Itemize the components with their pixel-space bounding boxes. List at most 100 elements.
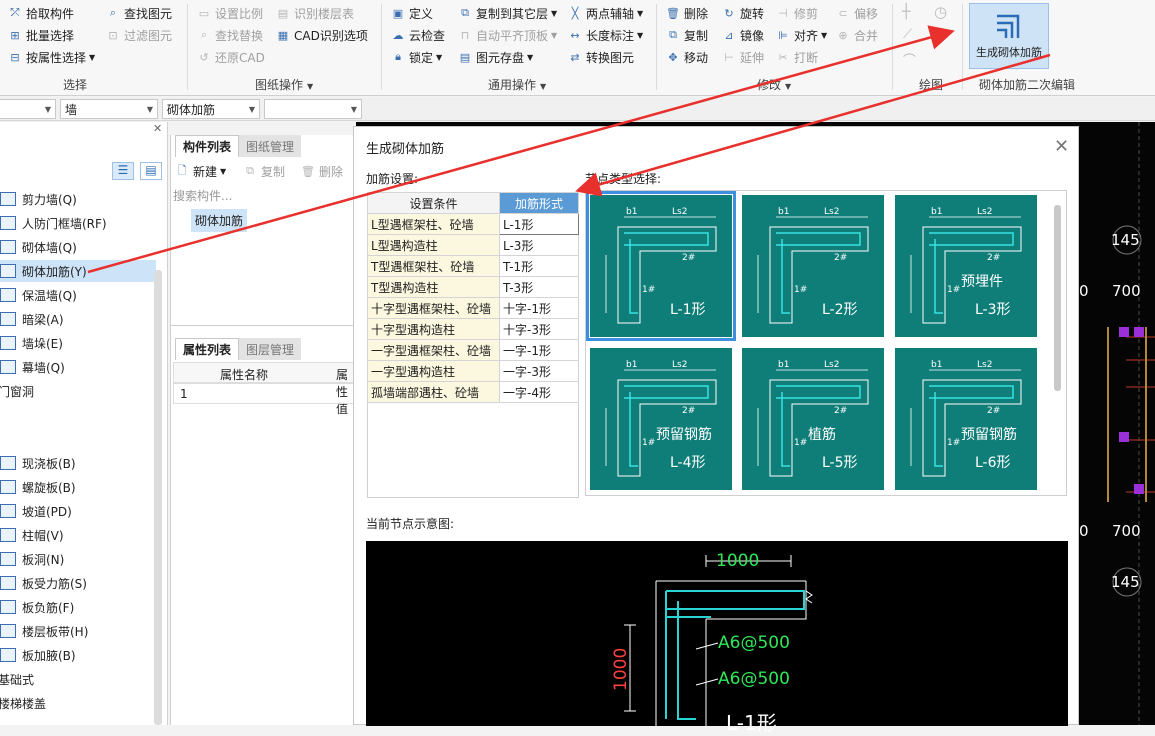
find-element-button[interactable]: ⌕查找图元 bbox=[106, 3, 172, 23]
point-draw-icon[interactable]: ┼ bbox=[902, 4, 911, 20]
nav-item[interactable]: 砌体墙(Q) bbox=[0, 236, 156, 258]
settings-row[interactable]: 孤墙端部遇柱、砼墙一字-4形 bbox=[367, 381, 579, 403]
settings-row[interactable]: 十字型遇构造柱十字-3形 bbox=[367, 318, 579, 340]
nav-item[interactable]: 剪力墙(Q) bbox=[0, 188, 156, 210]
copy-component-button[interactable]: ⧉复制 bbox=[243, 161, 285, 181]
nav-item[interactable]: 坡道(PD) bbox=[0, 500, 156, 522]
copy-button[interactable]: ⧉复制 bbox=[666, 25, 708, 45]
component-dropdown[interactable]: 砌体加筋▼ bbox=[162, 99, 260, 119]
list-view-icon[interactable]: ☰ bbox=[112, 162, 134, 180]
line-draw-icon[interactable]: ⟋ bbox=[903, 27, 913, 42]
nav-item[interactable]: 墙垛(E) bbox=[0, 332, 156, 354]
form-cell[interactable]: 一字-1形 bbox=[499, 339, 579, 361]
nav-item[interactable]: 柱帽(V) bbox=[0, 524, 156, 546]
generate-masonry-rebar-button[interactable]: 生成砌体加筋 bbox=[969, 3, 1049, 69]
find-replace-button[interactable]: ⌕查找替换 bbox=[197, 25, 263, 45]
nav-item[interactable]: 保温墙(Q) bbox=[0, 284, 156, 306]
delete-button[interactable]: 🗑︎删除 bbox=[666, 6, 709, 21]
auto-align-slab-button[interactable]: ⊓自动平齐顶板▼ bbox=[458, 25, 557, 45]
new-button[interactable]: 🗋︎新建▼ bbox=[175, 161, 227, 181]
search-component-input[interactable]: 搜索构件... bbox=[173, 189, 233, 203]
nav-item[interactable]: 板加腋(B) bbox=[0, 644, 156, 666]
form-cell[interactable]: T-1形 bbox=[499, 255, 579, 277]
settings-row[interactable]: 十字型遇框架柱、砼墙十字-1形 bbox=[367, 297, 579, 319]
trim-button[interactable]: ⊣修剪 bbox=[776, 3, 818, 23]
modify-group-label[interactable]: 修改▼ bbox=[757, 78, 792, 92]
two-point-axis-button[interactable]: ╳两点辅轴▼ bbox=[568, 3, 643, 23]
length-dimension-button[interactable]: ↔长度标注▼ bbox=[568, 25, 643, 45]
break-button[interactable]: ✂打断 bbox=[776, 47, 818, 67]
grid-view-icon[interactable]: ▤ bbox=[140, 162, 162, 180]
close-icon[interactable]: ✕ bbox=[153, 122, 163, 135]
nav-item[interactable]: 螺旋板(B) bbox=[0, 476, 156, 498]
tab-component-list[interactable]: 构件列表 bbox=[175, 135, 240, 157]
offset-button[interactable]: ⊂偏移 bbox=[836, 3, 878, 23]
batch-select-button[interactable]: ⊞批量选择 bbox=[8, 25, 74, 45]
form-cell[interactable]: 一字-3形 bbox=[499, 360, 579, 382]
nav-item[interactable]: 现浇板(B) bbox=[0, 452, 156, 474]
grid-scrollbar[interactable] bbox=[1054, 205, 1061, 391]
nav-item[interactable]: 楼层板带(H) bbox=[0, 620, 156, 642]
tab-property-list[interactable]: 属性列表 bbox=[175, 338, 240, 360]
name-dropdown[interactable]: ▼ bbox=[264, 99, 362, 119]
form-cell[interactable]: 一字-4形 bbox=[499, 381, 579, 403]
form-cell[interactable]: 十字-1形 bbox=[499, 297, 579, 319]
mirror-button[interactable]: ⊿镜像 bbox=[722, 25, 764, 45]
rotate-button[interactable]: ↻旋转 bbox=[722, 3, 764, 23]
merge-button[interactable]: ⊕合并 bbox=[836, 25, 878, 45]
nav-item[interactable]: 砌体加筋(Y) bbox=[0, 260, 156, 282]
form-cell[interactable]: L-1形 bbox=[499, 213, 579, 235]
nav-item[interactable]: 幕墙(Q) bbox=[0, 356, 156, 378]
category-foundation[interactable]: 基础式 bbox=[0, 672, 35, 687]
circle-draw-icon[interactable]: ◷ bbox=[934, 3, 948, 21]
nav-item[interactable]: 板负筋(F) bbox=[0, 596, 156, 618]
common-ops-group-label[interactable]: 通用操作▼ bbox=[488, 78, 547, 92]
drawing-ops-group-label[interactable]: 图纸操作▼ bbox=[255, 78, 314, 92]
nav-item[interactable]: 暗梁(A) bbox=[0, 308, 156, 330]
type-dropdown[interactable]: 墙▼ bbox=[60, 99, 158, 119]
align-button[interactable]: ⊫对齐▼ bbox=[776, 25, 827, 45]
pick-component-button[interactable]: ⤱拾取构件 bbox=[8, 3, 74, 23]
tab-drawing-manage[interactable]: 图纸管理 bbox=[239, 135, 302, 157]
select-by-property-button[interactable]: ⊟按属性选择▼ bbox=[8, 47, 95, 67]
copy-to-other-floor-button[interactable]: ⧉复制到其它层▼ bbox=[458, 3, 557, 23]
component-item[interactable]: 砌体加筋 bbox=[191, 209, 248, 232]
define-button[interactable]: ▣定义 bbox=[392, 6, 434, 21]
nav-item[interactable]: 板洞(N) bbox=[0, 548, 156, 570]
form-cell[interactable]: 十字-3形 bbox=[499, 318, 579, 340]
lock-button[interactable]: 🔒︎锁定▼ bbox=[391, 47, 442, 67]
save-element-button[interactable]: ▤图元存盘▼ bbox=[459, 50, 534, 65]
floor-dropdown[interactable]: ▼ bbox=[0, 99, 56, 119]
form-cell[interactable]: T-3形 bbox=[499, 276, 579, 298]
convert-element-button[interactable]: ⇄转换图元 bbox=[568, 47, 634, 67]
category-stairs[interactable]: 楼梯楼盖 bbox=[0, 696, 47, 711]
category-door-window[interactable]: 门窗洞 bbox=[0, 384, 35, 399]
settings-row[interactable]: 一字型遇构造柱一字-3形 bbox=[367, 360, 579, 382]
delete-component-button[interactable]: 🗑︎删除 bbox=[301, 164, 344, 179]
property-row[interactable]: 1 bbox=[173, 383, 357, 404]
left-scrollbar[interactable] bbox=[154, 270, 162, 725]
tab-layer-manage[interactable]: 图层管理 bbox=[239, 338, 302, 360]
cad-options-button[interactable]: ▦CAD识别选项 bbox=[277, 28, 368, 43]
set-scale-button[interactable]: ▭设置比例 bbox=[198, 6, 264, 21]
filter-element-button[interactable]: ⊡过滤图元 bbox=[106, 25, 172, 45]
cloud-check-button[interactable]: ☁云检查 bbox=[392, 28, 446, 43]
close-icon[interactable]: ✕ bbox=[1054, 136, 1070, 157]
settings-row[interactable]: 一字型遇框架柱、砼墙一字-1形 bbox=[367, 339, 579, 361]
arc-draw-icon[interactable]: ⌒ bbox=[903, 54, 917, 69]
nav-item[interactable]: 人防门框墙(RF) bbox=[0, 212, 156, 234]
move-button[interactable]: ✥移动 bbox=[666, 47, 708, 67]
form-cell[interactable]: L-3形 bbox=[499, 234, 579, 256]
extend-button[interactable]: ⊢延伸 bbox=[722, 47, 764, 67]
nav-item[interactable]: 板受力筋(S) bbox=[0, 572, 156, 594]
